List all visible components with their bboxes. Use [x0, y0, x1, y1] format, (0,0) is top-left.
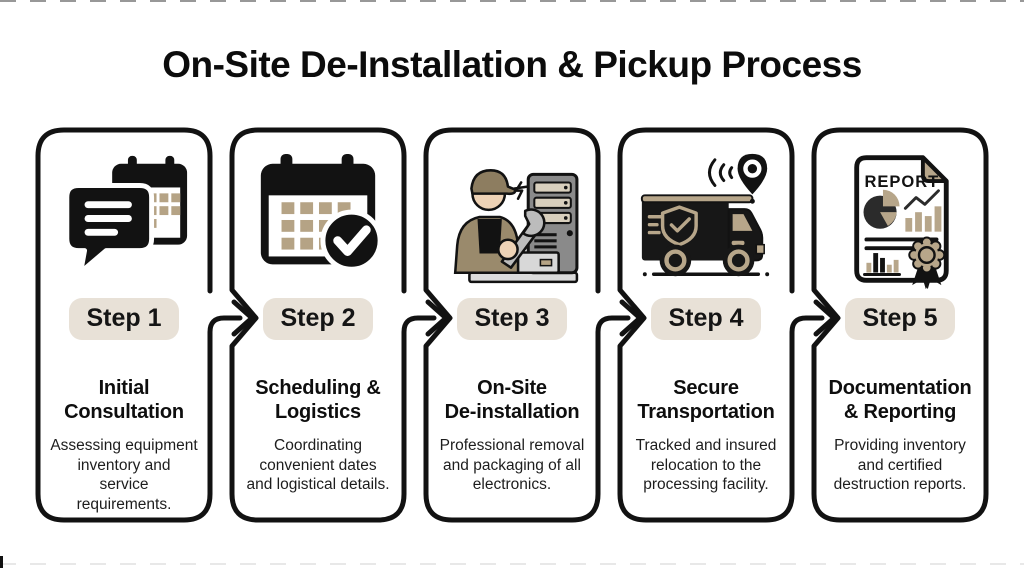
step-title: Initial Consultation [64, 377, 184, 423]
step-card-5: REPORT [814, 130, 986, 520]
step-description: Coordinating convenient dates and logist… [246, 437, 390, 493]
arrow-head-icon [231, 299, 255, 337]
card-outline-3 [423, 127, 631, 523]
secure-truck-icon [640, 153, 770, 277]
step-title: On-Site De-installation [444, 377, 580, 423]
step-description: Tracked and insured relocation to the pr… [635, 437, 777, 493]
chat-calendar-icon [64, 155, 188, 275]
step-description: Assessing equipment inventory and servic… [50, 437, 198, 513]
arrow-head-icon [619, 299, 643, 337]
step-title: Documentation & Reporting [828, 377, 972, 423]
bottom-left-tick [0, 556, 3, 568]
step-card-3: Step 3 On-Site De-installation Professio… [426, 130, 598, 520]
arrow-head-icon [813, 299, 837, 337]
step-badge: Step 2 [263, 298, 373, 340]
technician-server-icon [453, 169, 579, 284]
report-certificate-icon: REPORT [853, 155, 949, 290]
step-badge: Step 3 [457, 298, 567, 340]
award-rosette [907, 236, 945, 274]
step-badge: Step 5 [845, 298, 955, 340]
card-outline-4 [617, 127, 825, 523]
report-label: REPORT [864, 172, 939, 191]
step-3-icon-wrap [441, 146, 583, 292]
step-badge: Step 4 [651, 298, 761, 340]
step-1-icon-wrap [55, 146, 193, 292]
card-outline-5 [811, 127, 989, 523]
step-description: Professional removal and packaging of al… [439, 437, 585, 493]
step-4-icon-wrap [632, 146, 780, 292]
step-title: Scheduling & Logistics [255, 377, 381, 423]
step-card-2: Step 2 Scheduling & Logistics Coordinati… [232, 130, 404, 520]
step-description: Providing inventory and certified destru… [833, 437, 967, 493]
card-outline-1 [35, 127, 243, 523]
step-2-icon-wrap [249, 146, 387, 292]
card-outline-2 [229, 127, 437, 523]
top-edge-hairline [0, 0, 1024, 2]
step-badge: Step 1 [69, 298, 179, 340]
bottom-edge-hairline [0, 563, 1024, 565]
step-title: Secure Transportation [637, 377, 775, 423]
step-card-4: Step 4 Secure Transportation Tracked and… [620, 130, 792, 520]
page-title: On-Site De-Installation & Pickup Process [162, 44, 862, 85]
step-5-icon-wrap: REPORT [837, 146, 964, 292]
step-card-1: Step 1 Initial Consultation Assessing eq… [38, 130, 210, 520]
arrow-head-icon [425, 299, 449, 337]
calendar-check-icon [260, 153, 383, 272]
